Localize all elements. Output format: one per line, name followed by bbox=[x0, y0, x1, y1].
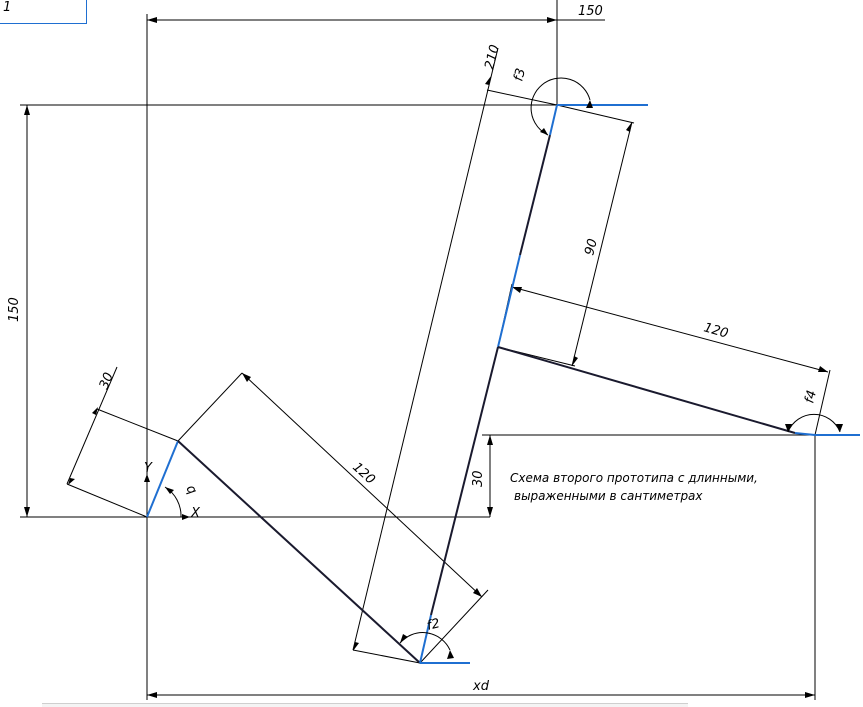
angle-f4: f4 bbox=[785, 389, 843, 433]
angle-label-f4: f4 bbox=[802, 389, 820, 405]
sheet-tag-box: 1 bbox=[0, 0, 87, 24]
mechanism-links bbox=[146, 104, 860, 664]
note-line-1: Схема второго прототипа с длинными, bbox=[510, 471, 758, 485]
dimension-label-150-left: 150 bbox=[7, 297, 22, 322]
dimension-label-120-upper: 120 bbox=[702, 320, 730, 341]
dimension-top-150: 150 bbox=[147, 4, 605, 23]
y-axis-arrow bbox=[144, 474, 150, 482]
dimension-label-150-top: 150 bbox=[578, 4, 603, 19]
dimension-label-30-right: 30 bbox=[471, 470, 486, 487]
sheet-tag-label: 1 bbox=[3, 0, 12, 15]
dimension-label-210: 210 bbox=[482, 43, 503, 71]
diagram-note: Схема второго прототипа с длинными, выра… bbox=[510, 471, 758, 503]
link-main-segment-top bbox=[549, 104, 558, 136]
link-main-segment-joint bbox=[497, 254, 521, 348]
dimension-label-120-lower: 120 bbox=[349, 460, 377, 488]
angle-f3: f3 bbox=[511, 67, 593, 136]
dimension-xd: xd bbox=[147, 679, 815, 698]
dimension-90: 90 bbox=[497, 104, 635, 367]
angle-label-f2: f2 bbox=[425, 616, 441, 634]
dimension-label-90: 90 bbox=[582, 237, 601, 257]
origin-axes: Y X bbox=[144, 461, 201, 521]
link-crank-30 bbox=[146, 440, 179, 518]
angle-label-f3: f3 bbox=[511, 67, 529, 83]
axis-label-y: Y bbox=[144, 461, 153, 476]
reference-lines bbox=[20, 0, 816, 700]
link-coupler-120 bbox=[177, 440, 421, 664]
link-main-segment-mid bbox=[430, 346, 499, 616]
dimension-30-right-arrow-top bbox=[487, 435, 493, 445]
dimension-left-150: 150 bbox=[7, 105, 30, 517]
dimension-label-30-left: 30 bbox=[97, 371, 117, 392]
link-main-segment-lower bbox=[419, 614, 432, 664]
dimension-30-right-arrow-bottom bbox=[487, 507, 493, 517]
axis-label-x: X bbox=[190, 506, 201, 521]
link-main-segment-upper bbox=[519, 134, 551, 256]
angle-f2: f2 bbox=[399, 616, 454, 659]
angle-label-q: q bbox=[183, 483, 200, 498]
dimension-30-left: 30 bbox=[66, 366, 179, 518]
link-arm-tip bbox=[794, 432, 816, 436]
dimension-210: 210 bbox=[352, 43, 558, 664]
dimension-label-xd: xd bbox=[472, 679, 490, 694]
x-axis-arrow bbox=[182, 514, 190, 520]
dimension-120-lower: 120 bbox=[177, 372, 489, 664]
link-arm-120 bbox=[497, 346, 796, 434]
dimension-120-upper: 120 bbox=[497, 283, 831, 436]
bottom-scrollbar[interactable] bbox=[42, 703, 688, 707]
note-line-2: выраженными в сантиметрах bbox=[514, 489, 703, 503]
